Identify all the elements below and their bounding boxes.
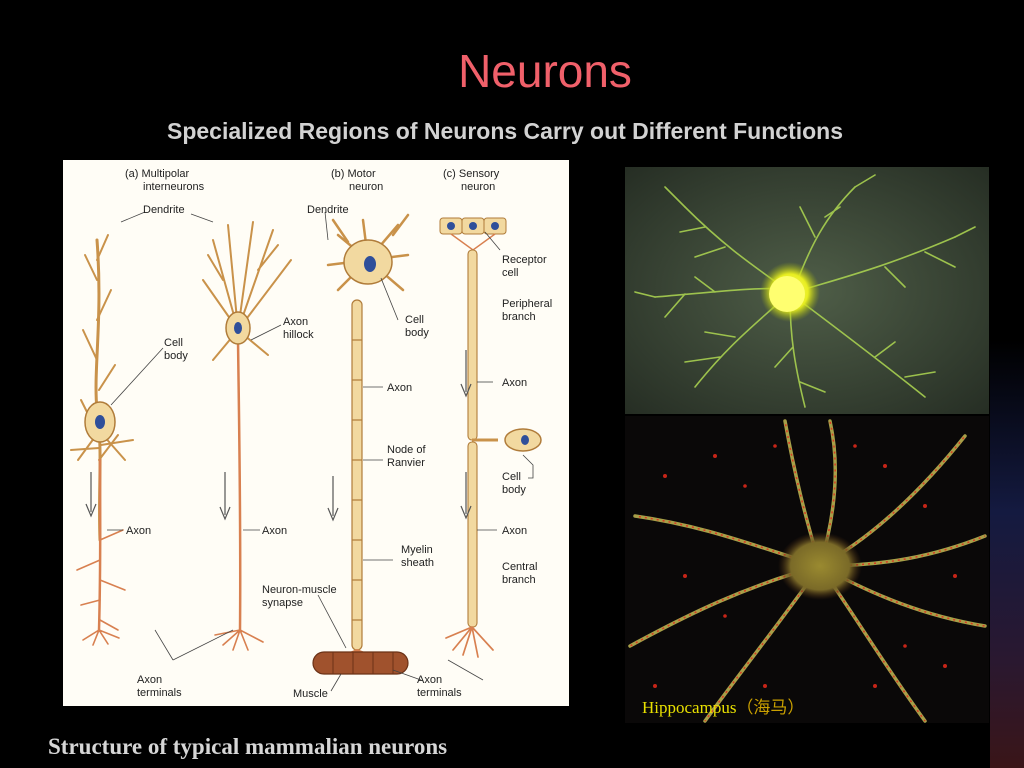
label-axon-c2: Axon (502, 525, 527, 537)
multipolar-neuron-2 (202, 221, 292, 651)
label-muscle: Muscle (293, 688, 328, 700)
label-dendrite-a: Dendrite (143, 204, 185, 216)
signal-direction-arrows (85, 350, 472, 522)
fluorescent-neuron-photo-green (625, 167, 989, 414)
receptor-cells (439, 217, 507, 235)
nucleus-a1 (95, 415, 105, 429)
slide-edge-decoration (990, 340, 1024, 768)
label-axon-b: Axon (387, 382, 412, 394)
muscle-fiber (312, 651, 409, 675)
hippocampus-neuron-photo (625, 416, 989, 723)
label-dendrite-b: Dendrite (307, 204, 349, 216)
hippocampus-label: Hippocampus（海马） (642, 698, 805, 717)
central-branch (467, 441, 478, 628)
sensory-axon-terminals (445, 626, 494, 658)
label-axon-a1: Axon (126, 525, 151, 537)
nucleus-a2 (234, 322, 242, 334)
label-axon-c: Axon (502, 377, 527, 389)
myelinated-axon-b (351, 299, 363, 651)
slide-title: Neurons (458, 45, 632, 97)
nucleus-c (521, 435, 529, 445)
label-axon-a2: Axon (262, 525, 287, 537)
slide-caption: Structure of typical mammalian neurons (48, 734, 448, 759)
slide-subtitle: Specialized Regions of Neurons Carry out… (166, 118, 844, 144)
peripheral-branch (467, 249, 478, 441)
nucleus-b (364, 256, 376, 272)
